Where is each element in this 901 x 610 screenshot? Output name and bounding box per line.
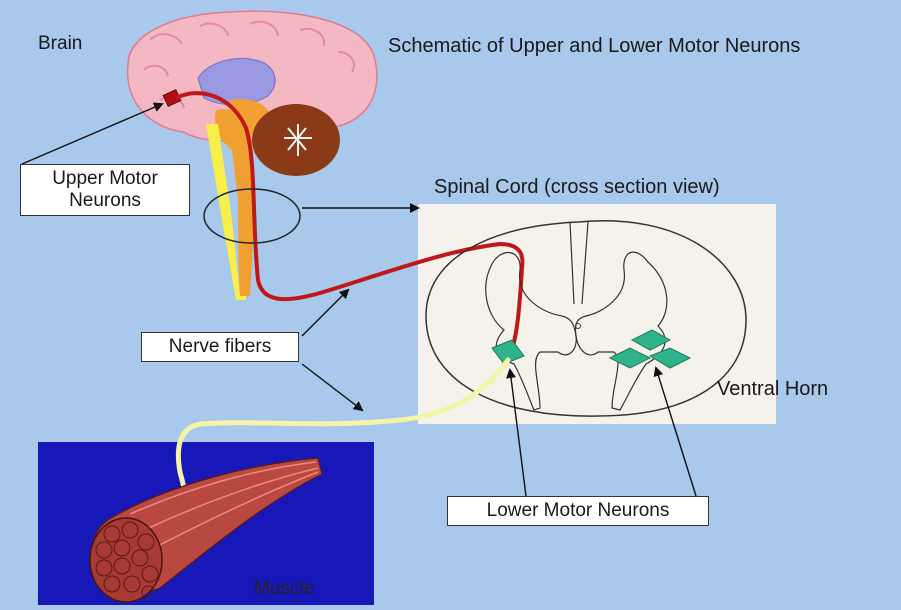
ventral-horn-label: Ventral Horn [717, 378, 828, 401]
arrow-nerve-lower [302, 364, 362, 410]
brain-label: Brain [38, 33, 82, 55]
nerve-fibers-label: Nerve fibers [141, 332, 299, 362]
spinal-cord-label: Spinal Cord (cross section view) [434, 176, 720, 199]
diagram-title: Schematic of Upper and Lower Motor Neuro… [388, 35, 800, 58]
muscle-label: Muscle [254, 578, 314, 600]
arrow-upper-neurons [22, 104, 162, 164]
upper-motor-neurons-label: Upper Motor Neurons [20, 164, 190, 216]
lower-motor-neurons-label: Lower Motor Neurons [447, 496, 709, 526]
